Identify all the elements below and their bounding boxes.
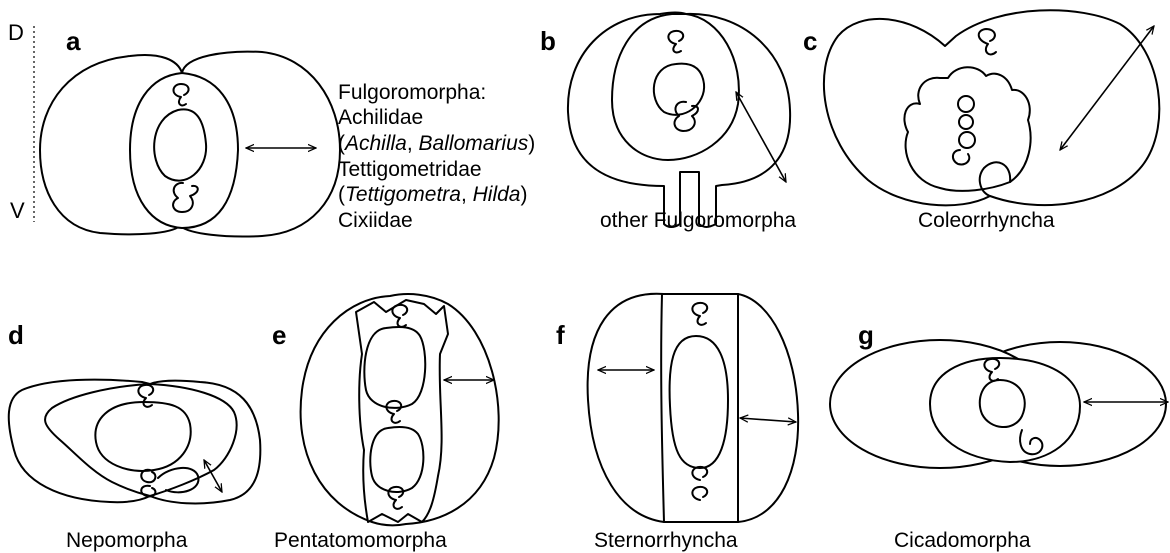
panel-b-inner-ring xyxy=(612,14,739,160)
panel-a: a xyxy=(40,26,340,237)
panel-d-caption: Nepomorpha xyxy=(66,529,188,552)
legend-line-4: Tettigometridae xyxy=(338,158,482,181)
panel-d: d Nepomorpha xyxy=(8,320,260,552)
panel-a-legend: Fulgoromorpha: Achilidae (Achilla, Ballo… xyxy=(338,81,535,232)
panel-d-letter: d xyxy=(8,320,24,350)
panel-g-caption: Cicadomorpha xyxy=(894,529,1031,552)
panel-b: b other Fulgoromorpha xyxy=(540,13,796,233)
panel-e-letter: e xyxy=(272,320,286,350)
panel-c-caption: Coleorrhyncha xyxy=(918,209,1055,232)
panel-f-caption: Sternorrhyncha xyxy=(594,529,738,552)
panel-c: c Coleorrhyncha xyxy=(803,10,1159,232)
panel-a-letter: a xyxy=(66,26,81,56)
panel-f: f Sternorrhyncha xyxy=(556,294,798,552)
dorsal-label: D xyxy=(8,20,24,45)
panel-b-caption: other Fulgoromorpha xyxy=(600,209,796,232)
legend-line-5: (Tettigometra, Hilda) xyxy=(338,183,527,206)
panel-g: g Cicadomorpha xyxy=(830,320,1168,552)
legend-line-3: (Achilla, Ballomarius) xyxy=(338,132,535,155)
panel-c-letter: c xyxy=(803,26,817,56)
panel-g-letter: g xyxy=(858,320,874,350)
dorsoventral-axis: D V xyxy=(8,20,34,223)
legend-line-2: Achilidae xyxy=(338,106,423,129)
panel-e: e Pentatomomorpha xyxy=(272,294,499,552)
legend-line-1: Fulgoromorpha: xyxy=(338,81,486,104)
panel-f-letter: f xyxy=(556,320,565,350)
panel-b-letter: b xyxy=(540,26,556,56)
panel-e-caption: Pentatomomorpha xyxy=(274,529,447,552)
panel-a-inner-ring xyxy=(130,73,238,228)
ventral-label: V xyxy=(10,198,25,223)
legend-line-6: Cixiidae xyxy=(338,209,413,232)
